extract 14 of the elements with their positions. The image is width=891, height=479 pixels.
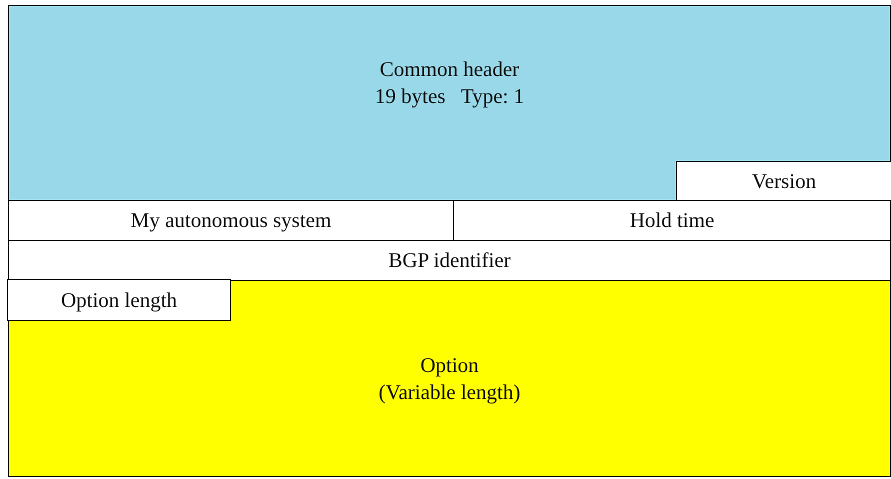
field-name: Option	[420, 352, 479, 378]
version-field	[676, 161, 891, 202]
identifier-field	[8, 240, 891, 281]
field-name: BGP identifier	[388, 247, 511, 274]
field-detail: 19 bytes Type: 1	[374, 83, 524, 110]
field-name: Hold time	[630, 207, 714, 234]
field-name: Version	[752, 168, 816, 195]
field-name: Common header	[380, 56, 520, 83]
header-field	[8, 5, 891, 201]
option-field	[8, 280, 891, 477]
option-length-field	[7, 279, 231, 321]
field-name: Option length	[60, 286, 178, 314]
field-name: My autonomous system	[130, 207, 332, 234]
field-detail: (Variable length)	[378, 378, 520, 406]
